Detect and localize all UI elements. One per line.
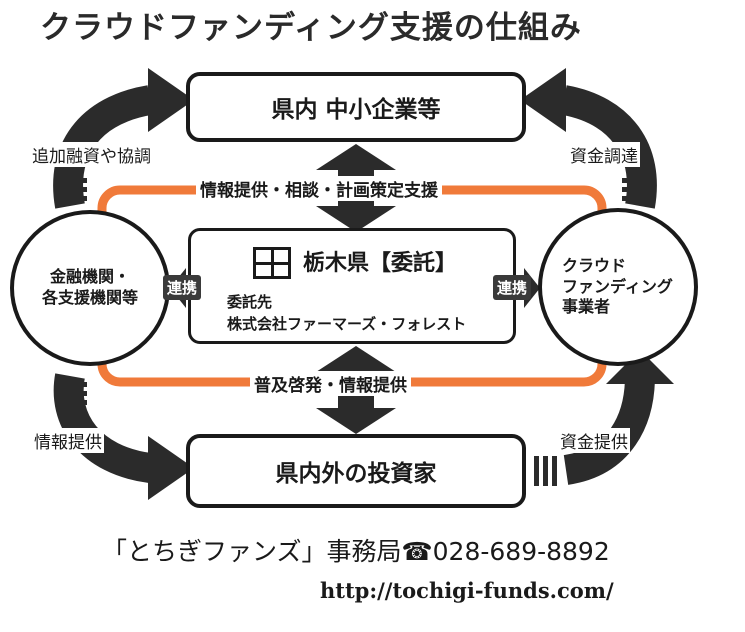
band-bottom-label: 普及啓発・情報提供: [250, 371, 411, 396]
link-label-right: 連携: [493, 275, 532, 300]
arrowhead-left-down: [148, 436, 194, 500]
tail-stripes: [55, 178, 654, 486]
band-top-label: 情報提供・相談・計画策定支援: [196, 176, 442, 201]
footer-contact: 「とちぎファンズ」事務局☎028-689-8892: [102, 537, 610, 566]
box-smes: 県内 中小企業等: [186, 72, 526, 142]
circle-left-line1: 金融機関・: [49, 267, 130, 287]
link-label-left: 連携: [163, 275, 202, 300]
box-investors: 県内外の投資家: [186, 434, 526, 508]
tochigi-logo-icon: [253, 247, 291, 279]
footer-url[interactable]: http://tochigi-funds.com/: [320, 578, 614, 603]
circle-left-line2: 各支援機関等: [41, 288, 138, 307]
circle-right-line3: 事業者: [562, 297, 611, 317]
label-additional-finance: 追加融資や協調: [30, 142, 153, 167]
center-sub1: 委託先: [227, 293, 273, 311]
center-sub2: 株式会社ファーマーズ・フォレスト: [227, 315, 467, 333]
arrow-left-down: [53, 373, 153, 483]
box-tochigi: 栃木県【委託】 委託先 株式会社ファーマーズ・フォレスト: [188, 228, 516, 344]
diagram-title: クラウドファンディング支援の仕組み: [40, 10, 582, 46]
arrowhead-right-lower: [606, 350, 674, 384]
label-fundraising: 資金調達: [568, 142, 640, 167]
circle-crowdfunding: クラウド ファンディング 事業者: [538, 208, 698, 366]
center-title: 栃木県【委託】: [303, 251, 458, 276]
arrowhead-left-up: [148, 68, 194, 132]
circle-right-line2: ファンディング: [562, 276, 673, 296]
circle-right-line1: クラウド: [562, 255, 627, 275]
arrow-right-up-lower: [563, 375, 655, 485]
arrowhead-right-up: [520, 68, 566, 132]
circle-financial: 金融機関・ 各支援機関等: [10, 210, 170, 366]
label-info-provide: 情報提供: [32, 428, 104, 453]
label-fund-provide: 資金提供: [558, 428, 630, 453]
